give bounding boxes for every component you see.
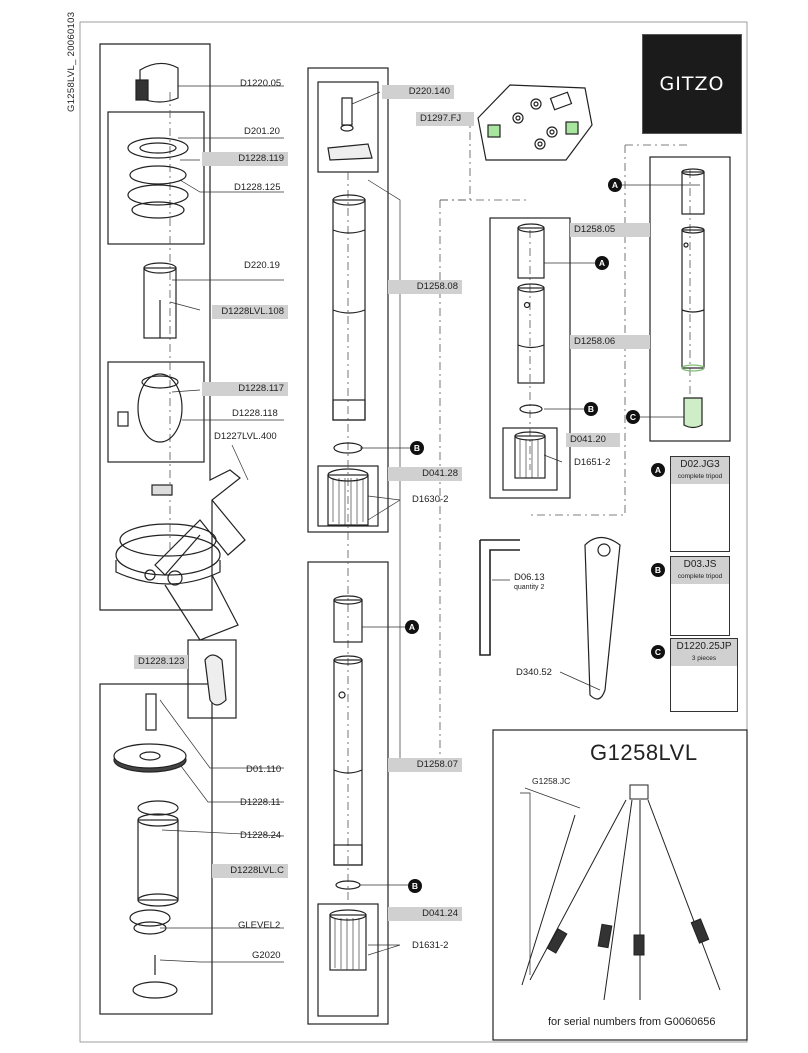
tag-d1228-119: D1228.119 — [202, 152, 288, 166]
label-glevel2: GLEVEL2 — [238, 920, 281, 931]
kit-box-b: D03.JS complete tripod — [670, 556, 730, 636]
label-kit-g1258-jc: G1258.JC — [532, 776, 571, 786]
kit-callout-c: C — [651, 645, 665, 659]
tag-d1228lvl-108: D1228LVL.108 — [212, 305, 288, 319]
tag-d041-28: D041.28 — [388, 467, 462, 481]
kit-code-a: D02.JG3 — [680, 459, 720, 470]
callout-c: C — [626, 410, 640, 424]
model-title: G1258LVL — [590, 740, 698, 765]
sheet-code: G1258LVL_ 20060103 — [66, 11, 77, 112]
kit-sub-b: complete tripod — [677, 573, 723, 580]
label-d1228-24: D1228.24 — [240, 830, 282, 841]
kit-box-c: D1220.25JP 3 pieces — [670, 638, 738, 712]
kit-sub-a: complete tripod — [677, 473, 723, 480]
label-d1631-2: D1631-2 — [412, 940, 449, 951]
tag-d1228-117: D1228.117 — [202, 382, 288, 396]
label-d1227lvl-400: D1227LVL.400 — [214, 431, 277, 442]
brand-logo: GITZO — [642, 34, 742, 134]
callout-b: B — [410, 441, 424, 455]
label-d06-13-quantity: quantity 2 — [514, 584, 545, 591]
tag-d041-24: D041.24 — [388, 907, 462, 921]
tag-d1297-fj: D1297.FJ — [416, 112, 474, 126]
label-d1651-2: D1651-2 — [574, 457, 611, 468]
label-d1630-2: D1630-2 — [412, 494, 449, 505]
kit-code-b: D03.JS — [683, 559, 717, 570]
tag-d1258-07: D1258.07 — [388, 758, 462, 772]
callout-a: A — [405, 620, 419, 634]
label-d1228-125: D1228.125 — [234, 182, 281, 193]
label-d220-19: D220.19 — [244, 260, 280, 271]
serial-footnote: for serial numbers from G0060656 — [548, 1016, 716, 1028]
brand-name: GITZO — [659, 73, 725, 95]
label-d1228-118: D1228.118 — [232, 408, 278, 419]
label-d201-20: D201.20 — [244, 126, 280, 137]
kit-code-c: D1220.25JP — [676, 641, 732, 652]
label-d01-110: D01.110 — [246, 764, 282, 775]
callout-a: A — [608, 178, 622, 192]
label-g2020: G2020 — [252, 950, 281, 961]
label-d340-52: D340.52 — [516, 667, 552, 678]
tag-d220-140: D220.140 — [382, 85, 454, 99]
kit-callout-a: A — [651, 463, 665, 477]
label-d1220-05: D1220.05 — [240, 78, 282, 89]
callout-b: B — [584, 402, 598, 416]
tag-d1228-123: D1228.123 — [134, 655, 188, 669]
callout-b: B — [408, 879, 422, 893]
tag-d1258-06: D1258.06 — [570, 335, 650, 349]
label-d06-13: D06.13 — [514, 572, 545, 583]
tag-d1258-05: D1258.05 — [570, 223, 650, 237]
kit-box-a: D02.JG3 complete tripod — [670, 456, 730, 552]
label-d1228-11: D1228.11 — [240, 797, 281, 808]
tag-d1228lvl-c: D1228LVL.C — [212, 864, 288, 878]
tag-d041-20: D041.20 — [566, 433, 620, 447]
kit-sub-c: 3 pieces — [691, 655, 717, 662]
tag-d1258-08: D1258.08 — [388, 280, 462, 294]
callout-a: A — [595, 256, 609, 270]
kit-callout-b: B — [651, 563, 665, 577]
